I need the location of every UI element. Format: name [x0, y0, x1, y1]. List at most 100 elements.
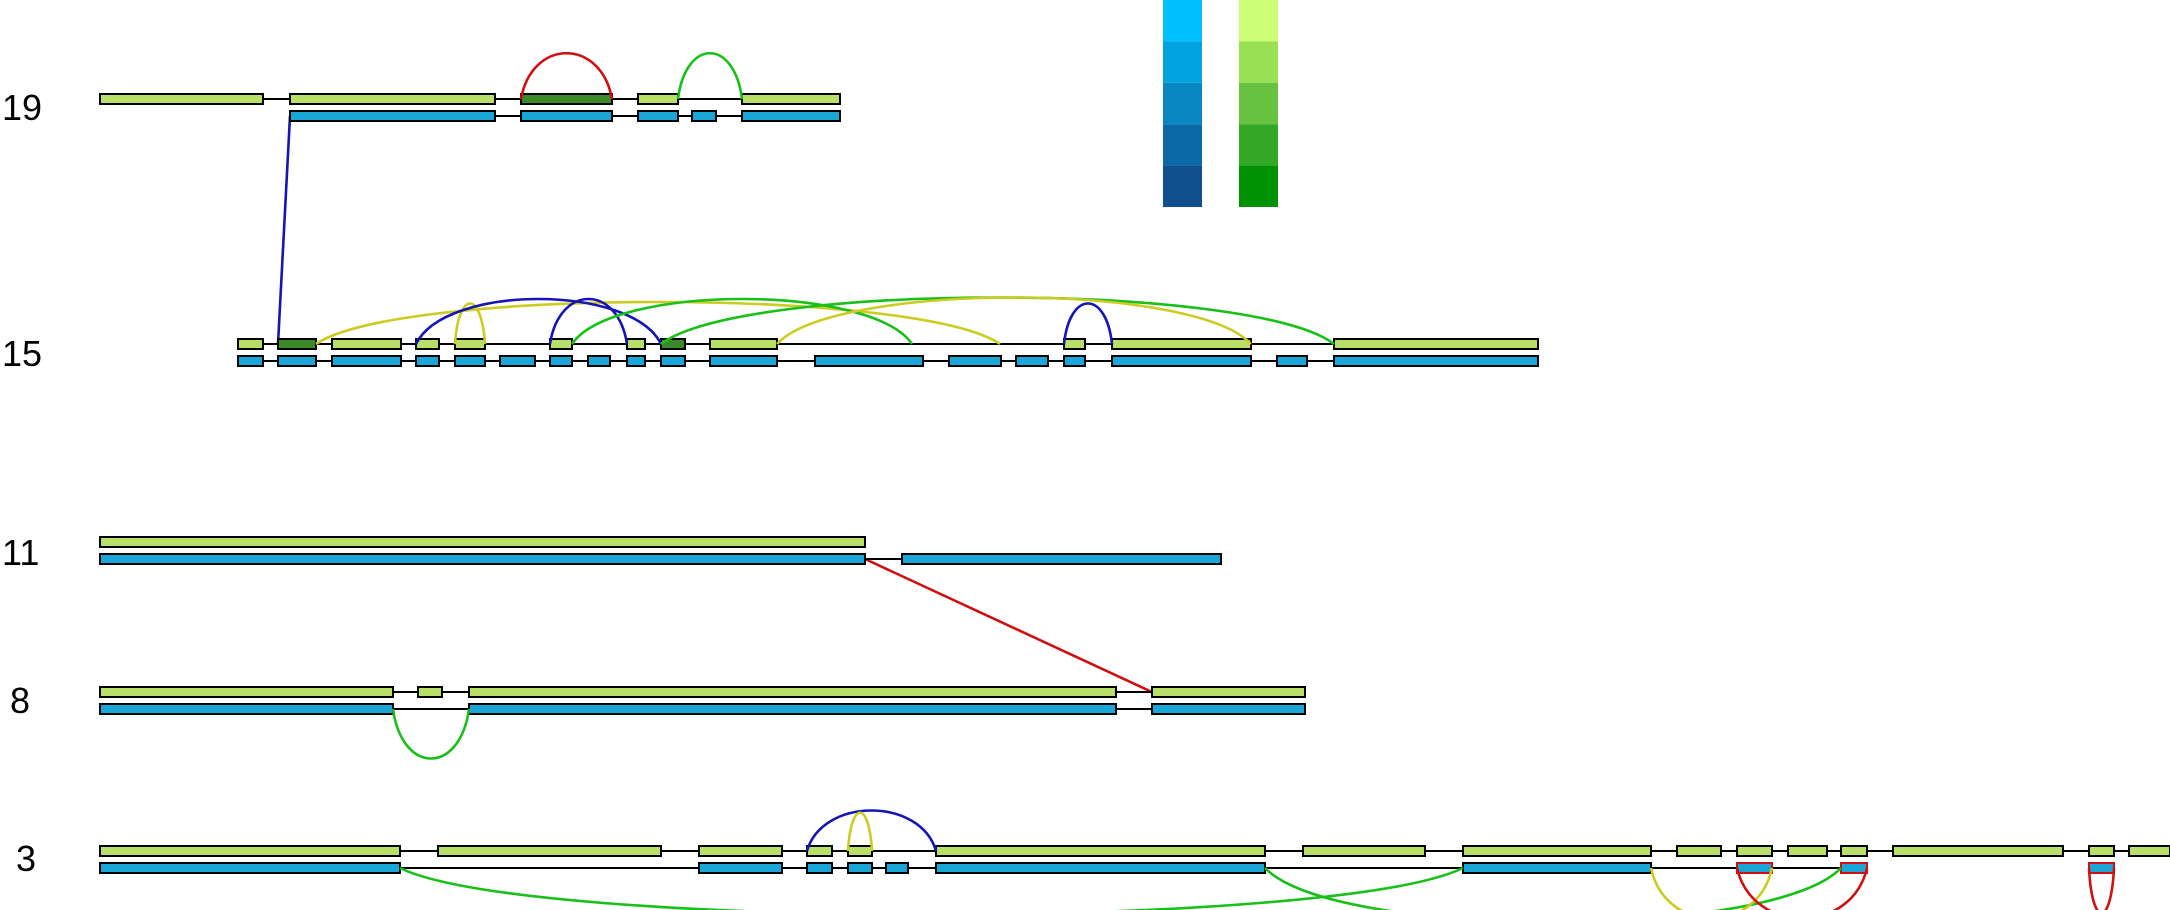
exon-upper-8 [468, 686, 1117, 698]
exon-upper-3 [99, 845, 401, 857]
exon-lower-3 [806, 862, 833, 874]
exon-lower-15 [626, 355, 646, 367]
arc-8-green [391, 708, 471, 760]
exon-upper-3 [806, 845, 833, 857]
legend-blue-swatch [1163, 41, 1202, 83]
arc-15-yellow-c [776, 296, 1252, 345]
exon-upper-15 [454, 338, 486, 350]
exon-lower-15 [415, 355, 440, 367]
row-label-8: 8 [10, 680, 30, 721]
exon-lower-8 [1151, 703, 1306, 715]
legend-blue-swatch [1163, 165, 1202, 207]
exon-lower-19 [637, 110, 679, 122]
exon-upper-15 [709, 338, 778, 350]
legend-green-swatch [1239, 41, 1278, 83]
exon-lower-15 [948, 355, 1002, 367]
exon-lower-15 [277, 355, 317, 367]
exon-lower-15 [549, 355, 573, 367]
exon-upper-8 [417, 686, 443, 698]
exon-lower-15 [709, 355, 778, 367]
arc-15-green-a [570, 297, 914, 345]
exon-lower-19 [520, 110, 613, 122]
exon-lower-15 [331, 355, 402, 367]
exon-upper-15 [1111, 338, 1252, 350]
legend-blue-swatch [1163, 82, 1202, 125]
color-scale-legend [1163, 0, 1278, 207]
cross-links [276, 115, 1153, 694]
arc-3-yellow [846, 811, 874, 852]
arc-3-yellow-below [1649, 867, 1774, 910]
arc-15-blue-c [1062, 302, 1114, 345]
exon-lower-15 [1063, 355, 1086, 367]
exon-lower-3 [1736, 862, 1773, 874]
arc-19-red [519, 51, 614, 100]
exon-lower-3 [935, 862, 1266, 874]
row-label-3: 3 [16, 838, 36, 879]
row-label-11: 11 [2, 532, 39, 573]
exon-lower-3 [99, 862, 401, 874]
exon-lower-8 [468, 703, 1117, 715]
arc-15-yellow-b [453, 302, 487, 345]
exon-lower-15 [1111, 355, 1252, 367]
exon-upper-8 [99, 686, 394, 698]
exon-upper-19 [637, 93, 679, 105]
legend-green-swatch [1239, 124, 1278, 166]
exon-upper-3 [698, 845, 783, 857]
link-11-to-8 [864, 557, 1153, 694]
exon-lower-15 [237, 355, 264, 367]
exon-upper-3 [1840, 845, 1868, 857]
exon-upper-15 [1333, 338, 1539, 350]
exon-upper-19 [289, 93, 496, 105]
exon-lower-15 [454, 355, 486, 367]
exon-upper-19 [520, 93, 613, 105]
exon-lower-3 [1462, 862, 1652, 874]
legend-green-swatch [1239, 82, 1278, 125]
exon-upper-19 [99, 93, 264, 105]
exon-tracks [99, 93, 2170, 874]
exon-lower-19 [691, 110, 717, 122]
exon-upper-15 [549, 338, 573, 350]
exon-upper-19 [741, 93, 841, 105]
exon-upper-15 [626, 338, 646, 350]
exon-upper-3 [437, 845, 662, 857]
arc-links [315, 51, 2116, 910]
exon-lower-15 [1333, 355, 1539, 367]
arc-15-yellow-a [315, 300, 1001, 346]
exon-lower-15 [814, 355, 924, 367]
exon-lower-3 [885, 862, 909, 874]
exon-lower-15 [660, 355, 686, 367]
legend-green-swatch [1239, 165, 1278, 207]
exon-upper-3 [935, 845, 1266, 857]
arc-15-blue-a [414, 297, 663, 345]
link-19-to-15 [276, 115, 292, 345]
exon-upper-3 [2128, 845, 2170, 857]
legend-green-swatch [1239, 0, 1278, 42]
exon-lower-19 [289, 110, 496, 122]
exon-lower-3 [1840, 862, 1868, 874]
exon-upper-15 [237, 338, 264, 350]
arc-19-green [676, 51, 744, 100]
arc-3-red-b [2087, 867, 2116, 910]
exon-lower-8 [99, 703, 394, 715]
exon-lower-11 [99, 553, 866, 565]
exon-upper-15 [1063, 338, 1086, 350]
row-label-19: 19 [2, 87, 42, 128]
exon-upper-3 [1787, 845, 1828, 857]
arc-3-blue [805, 809, 938, 852]
exon-lower-3 [2088, 862, 2115, 874]
exon-upper-3 [847, 845, 873, 857]
exon-upper-3 [1736, 845, 1773, 857]
exon-upper-3 [1462, 845, 1652, 857]
exon-upper-15 [331, 338, 402, 350]
exon-lower-15 [1276, 355, 1308, 367]
legend-blue-swatch [1163, 0, 1202, 42]
exon-lower-15 [587, 355, 611, 367]
exon-lower-3 [847, 862, 873, 874]
exon-upper-3 [1302, 845, 1426, 857]
exon-lower-15 [499, 355, 536, 367]
exon-upper-15 [277, 338, 317, 350]
exon-lower-19 [741, 110, 841, 122]
exon-upper-8 [1151, 686, 1306, 698]
chromosome-labels: 19 15 11 8 3 [2, 87, 42, 879]
